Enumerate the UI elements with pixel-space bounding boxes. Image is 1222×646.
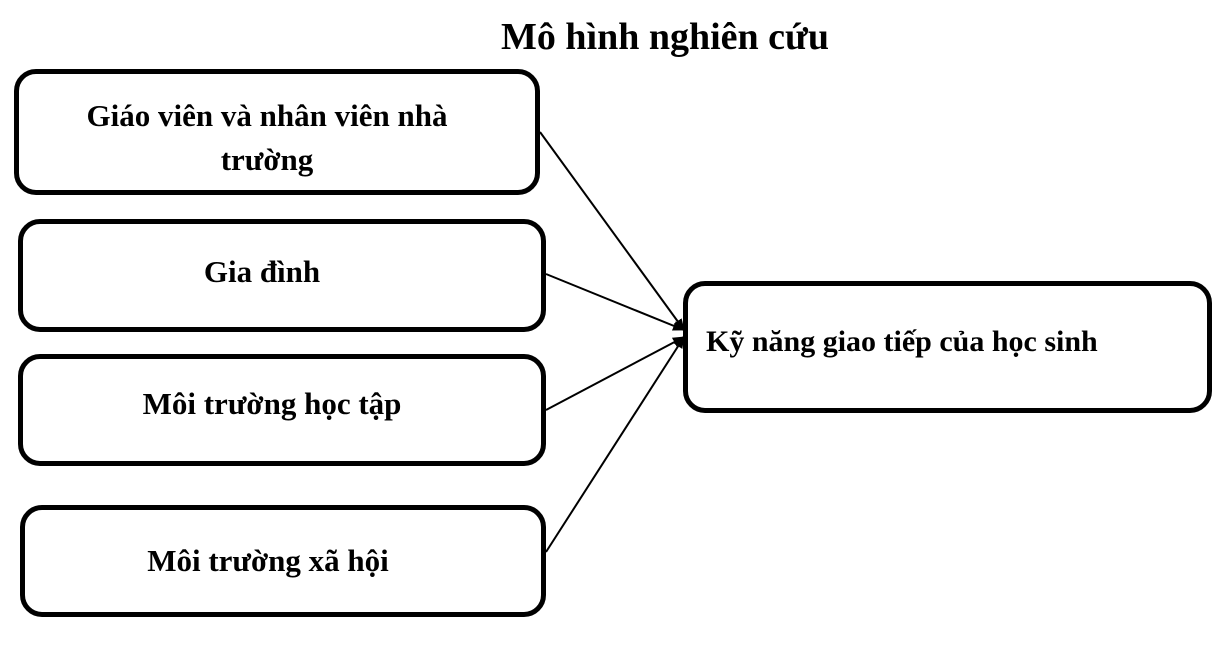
factor-label-learning-environment: Môi trường học tập [142, 386, 402, 421]
factor-box-family: Gia đình [18, 219, 546, 332]
factor-label-social-environment: Môi trường xã hội [147, 543, 389, 578]
factor-box-staff: Giáo viên và nhân viên nhà trường [14, 69, 540, 195]
outcome-label: Kỹ năng giao tiếp của học sinh [706, 325, 1098, 358]
connector-arrow-2 [545, 273, 685, 331]
factor-label-family: Gia đình [203, 254, 321, 289]
factor-box-learning-environment: Môi trường học tập [18, 354, 546, 466]
diagram-title: Mô hình nghiên cứu [501, 16, 829, 58]
connector-arrow-1 [539, 131, 685, 331]
connector-arrow-4 [545, 336, 685, 553]
factor-box-social-environment: Môi trường xã hội [20, 505, 546, 617]
factor-label-staff: Giáo viên và nhân viên nhà trường [86, 98, 448, 177]
outcome-box-communication-skills: Kỹ năng giao tiếp của học sinh [683, 281, 1212, 413]
connector-arrow-3 [545, 336, 685, 411]
